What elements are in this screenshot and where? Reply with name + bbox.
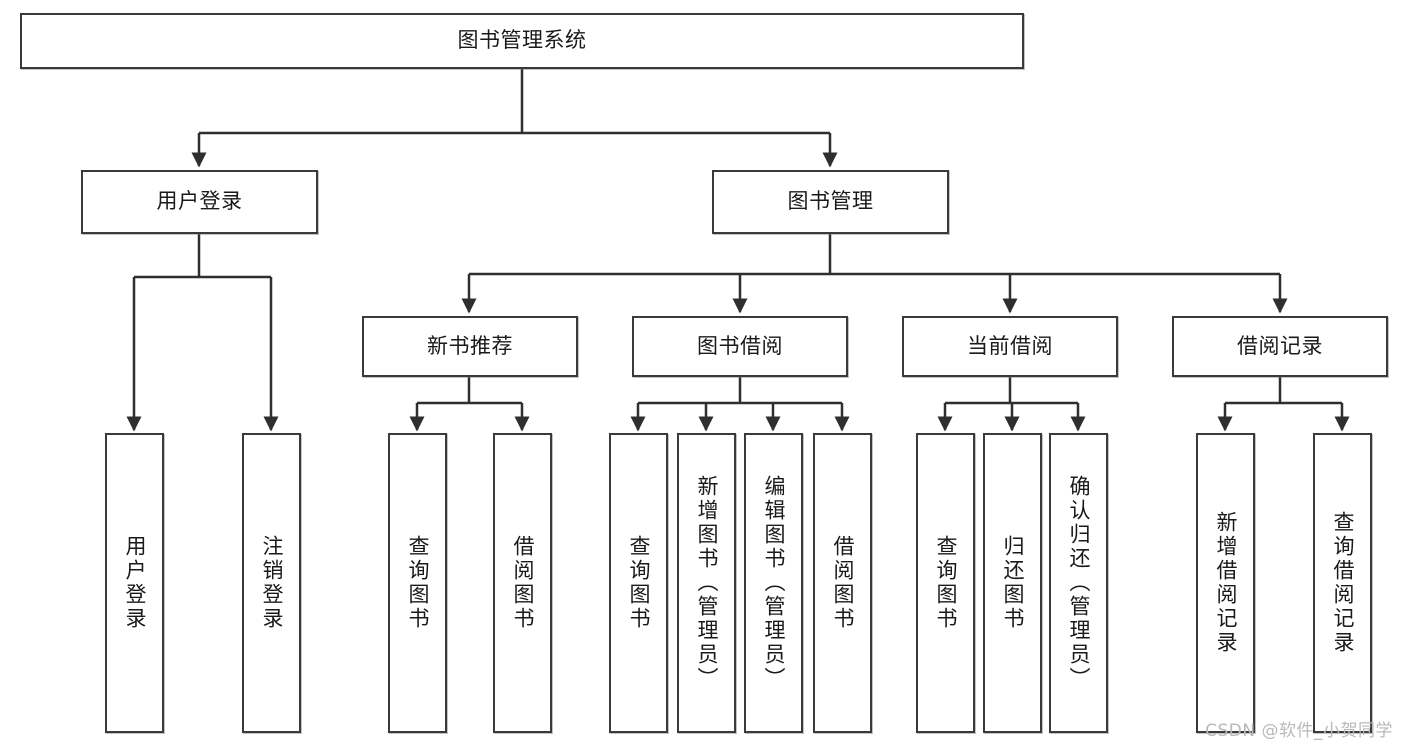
node-label: 图书管理系统	[457, 28, 587, 53]
leaf-borrow-record-add-record[interactable]: 新增借阅记录	[1196, 433, 1255, 733]
leaf-book-borrow-query-books[interactable]: 查询图书	[609, 433, 668, 733]
node-label: 新增借阅记录	[1214, 511, 1238, 655]
node-label: 借阅图书	[511, 535, 535, 631]
leaf-book-borrow-borrow-books[interactable]: 借阅图书	[813, 433, 872, 733]
node-label: 确认归还（管理员）	[1067, 475, 1091, 691]
leaf-book-borrow-add-book-admin[interactable]: 新增图书（管理员）	[677, 433, 736, 733]
node-book-borrow[interactable]: 图书借阅	[632, 316, 848, 377]
leaf-user-login-signin[interactable]: 用户登录	[105, 433, 164, 733]
node-label: 当前借阅	[967, 333, 1053, 358]
node-book-management[interactable]: 图书管理	[712, 170, 949, 234]
node-label: 编辑图书（管理员）	[762, 475, 786, 691]
node-label: 图书借阅	[697, 333, 783, 358]
node-label: 查询图书	[406, 535, 430, 631]
leaf-new-book-query-books[interactable]: 查询图书	[388, 433, 447, 733]
node-new-book-recommend[interactable]: 新书推荐	[362, 316, 578, 377]
node-label: 新书推荐	[427, 333, 513, 358]
node-label: 用户登录	[156, 189, 243, 214]
leaf-user-login-signout[interactable]: 注销登录	[242, 433, 301, 733]
node-label: 查询图书	[934, 535, 958, 631]
leaf-current-borrow-query-books[interactable]: 查询图书	[916, 433, 975, 733]
node-user-login[interactable]: 用户登录	[81, 170, 318, 234]
leaf-new-book-borrow-books[interactable]: 借阅图书	[493, 433, 552, 733]
node-label: 图书管理	[787, 189, 874, 214]
node-label: 用户登录	[123, 535, 147, 631]
node-root-book-management-system[interactable]: 图书管理系统	[20, 13, 1024, 69]
node-current-borrow[interactable]: 当前借阅	[902, 316, 1118, 377]
node-label: 查询借阅记录	[1331, 511, 1355, 655]
leaf-current-borrow-return-books[interactable]: 归还图书	[983, 433, 1042, 733]
node-label: 查询图书	[627, 535, 651, 631]
node-label: 注销登录	[260, 535, 284, 631]
watermark-text: CSDN @软件_小贺同学	[1205, 721, 1393, 741]
node-label: 归还图书	[1001, 535, 1025, 631]
leaf-current-borrow-confirm-return-admin[interactable]: 确认归还（管理员）	[1049, 433, 1108, 733]
node-borrow-record[interactable]: 借阅记录	[1172, 316, 1388, 377]
node-label: 借阅记录	[1237, 333, 1323, 358]
leaf-book-borrow-edit-book-admin[interactable]: 编辑图书（管理员）	[744, 433, 803, 733]
node-label: 新增图书（管理员）	[695, 475, 719, 691]
leaf-borrow-record-query-record[interactable]: 查询借阅记录	[1313, 433, 1372, 733]
node-label: 借阅图书	[831, 535, 855, 631]
